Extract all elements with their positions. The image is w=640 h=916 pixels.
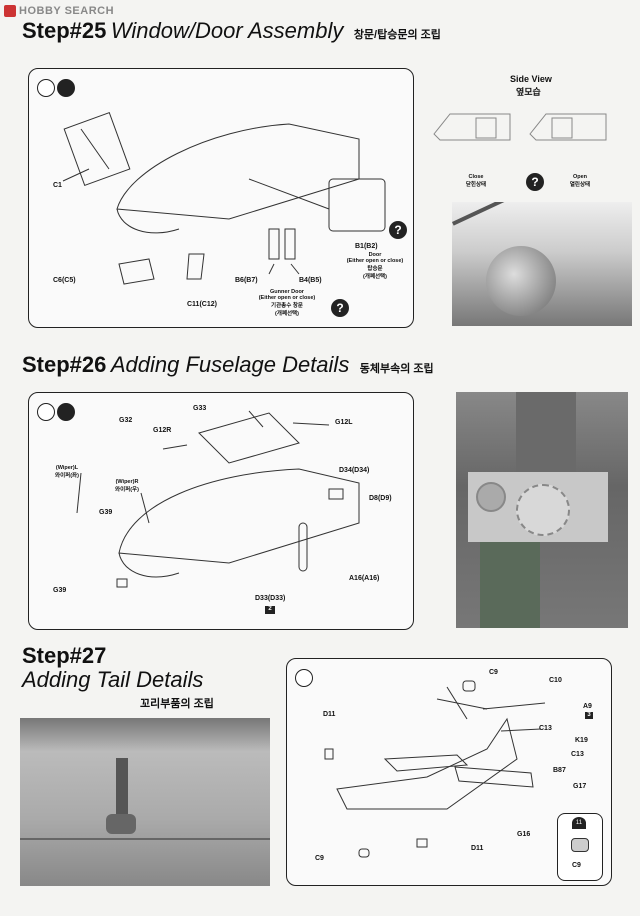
wiper-l-label: (Wiper)L 와이퍼(좌): [55, 465, 79, 479]
step27-heading: Step#27 Adding Tail Details 꼬리부품의 조립: [22, 644, 214, 716]
part-g12r: G12R: [153, 427, 172, 434]
side-view-korean: 옆모습: [516, 87, 541, 97]
c9-box-part: [571, 838, 589, 852]
glue-icon: [295, 669, 313, 687]
hobbysearch-logo: HOBBY SEARCH: [4, 4, 114, 18]
part-g39-lower: G39: [53, 587, 67, 594]
step25-number: Step#25: [22, 18, 107, 43]
c9-box-label: C9: [572, 862, 581, 869]
step25-title: Window/Door Assembly: [110, 18, 344, 43]
c9-box-badge: 11: [572, 817, 586, 829]
step26-title: Adding Fuselage Details: [110, 352, 350, 377]
gunner-note: Gunner Door (Either open or close) 기관총수 …: [258, 289, 316, 317]
part-b87: B87: [553, 767, 566, 774]
open-label: Open 열린상태: [569, 174, 591, 188]
part-g17: G17: [573, 783, 587, 790]
step25-heading: Step#25 Window/Door Assembly 창문/탑승문의 조립: [22, 18, 441, 44]
step25-photo: [452, 202, 632, 326]
part-d8: D8(D9): [369, 495, 392, 502]
wiper-r-label: (Wiper)R 와이퍼(우): [115, 479, 139, 493]
step27-panel: C9 C10 A9 3 D11 C13 K19 C13 B87 G17 G16 …: [286, 658, 612, 886]
part-g33: G33: [193, 405, 207, 412]
part-b1: B1(B2): [355, 243, 378, 250]
step27-title: Adding Tail Details: [22, 667, 204, 692]
side-view-drawing: [433, 113, 607, 141]
part-c9-top: C9: [489, 669, 498, 676]
step25-panel: C1 C6(C5) C11(C12) B6(B7) B4(B5) B1(B2) …: [28, 68, 414, 328]
logo-icon: [4, 5, 16, 17]
close-label: Close 닫힌상태: [465, 174, 487, 188]
step27-number: Step#27: [22, 643, 107, 668]
glue-icon: [37, 403, 55, 421]
step27-photo: [20, 718, 270, 886]
step26-number: Step#26: [22, 352, 107, 377]
part-k19: K19: [575, 737, 588, 744]
logo-text: HOBBY SEARCH: [19, 5, 115, 17]
part-a16: A16(A16): [349, 575, 380, 582]
part-c11: C11(C12): [187, 301, 217, 308]
part-d33: D33(D33): [255, 595, 286, 602]
door-note: Door (Either open or close) 탑승문 (개폐선택): [346, 252, 404, 280]
step27-korean: 꼬리부품의 조립: [140, 698, 214, 710]
step26-fuselage-drawing: [76, 410, 360, 588]
direction-icon: [57, 79, 75, 97]
part-d34: D34(D34): [339, 467, 370, 474]
part-d11-bottom: D11: [471, 845, 484, 852]
part-g12l: G12L: [335, 419, 353, 426]
part-b6: B6(B7): [235, 277, 258, 284]
direction-icon: [57, 403, 75, 421]
step26-heading: Step#26 Adding Fuselage Details 동체부속의 조립: [22, 352, 434, 378]
part-a9: A9: [583, 703, 592, 710]
part-c1: C1: [53, 182, 62, 189]
step26-photo: [456, 392, 628, 628]
part-c9-bottom: C9: [315, 855, 324, 862]
part-g32: G32: [119, 417, 133, 424]
part-g39-upper: G39: [99, 509, 113, 516]
part-d11-top: D11: [323, 711, 336, 718]
a9-badge: 3: [585, 712, 593, 719]
step25-korean: 창문/탑승문의 조립: [353, 29, 441, 41]
part-g16: G16: [517, 831, 531, 838]
c9-inset-box: 11 C9: [557, 813, 603, 881]
side-view-title: Side View: [510, 74, 552, 84]
part-c6: C6(C5): [53, 277, 76, 284]
question-icon: ?: [526, 173, 544, 191]
glue-icon: [37, 79, 55, 97]
step26-panel: G33 G32 G12R G12L (Wiper)L 와이퍼(좌) (Wiper…: [28, 392, 414, 630]
part-c10: C10: [549, 677, 562, 684]
question-icon: ?: [389, 221, 407, 239]
step25-fuselage-drawing: [62, 111, 386, 285]
part-c13-b: C13: [571, 751, 584, 758]
d33-badge: 2: [265, 606, 275, 614]
part-b4: B4(B5): [299, 277, 322, 284]
question-icon: ?: [331, 299, 349, 317]
part-c13-a: C13: [539, 725, 552, 732]
step26-korean: 동체부속의 조립: [359, 363, 434, 375]
step27-tail-drawing: [324, 680, 546, 858]
